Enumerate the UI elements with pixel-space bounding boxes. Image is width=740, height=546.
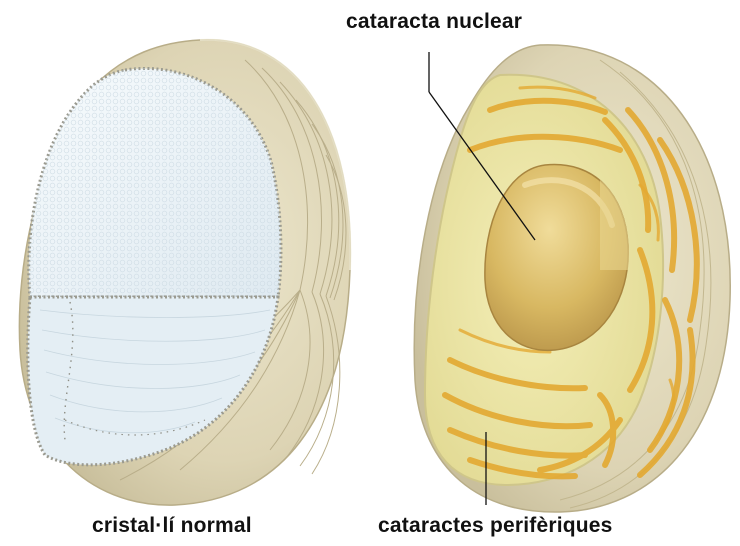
cataract-lens-illustration bbox=[414, 45, 730, 512]
label-peripheral-cataracts: cataractes perifèriques bbox=[378, 514, 613, 538]
normal-lens-illustration bbox=[19, 40, 350, 505]
label-nuclear-cataract: cataracta nuclear bbox=[346, 10, 522, 34]
label-normal-lens: cristal·lí normal bbox=[92, 514, 252, 538]
